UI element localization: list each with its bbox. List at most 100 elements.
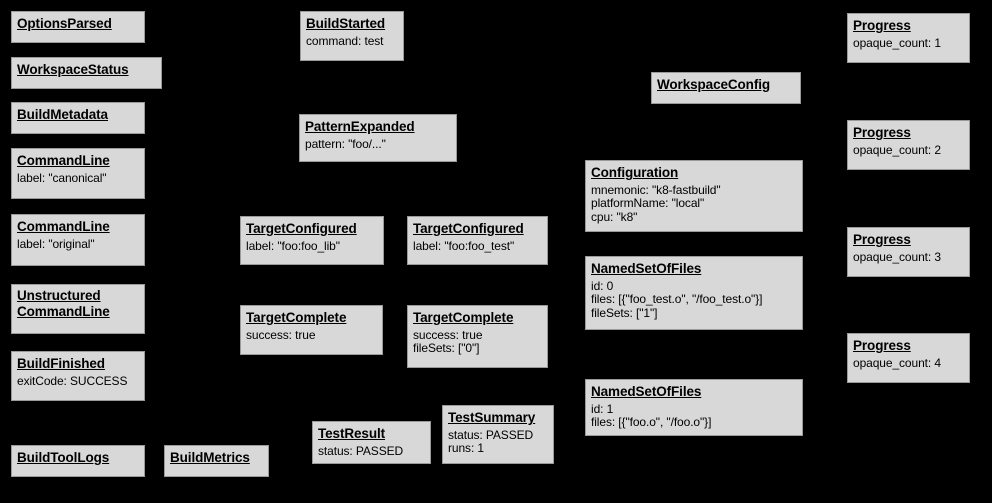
node-command-line-canonical[interactable]: CommandLine label: "canonical": [11, 148, 145, 199]
node-field: opaque_count: 1: [853, 35, 941, 50]
node-title-wrap: TargetComplete: [246, 309, 377, 328]
node-title-wrap: CommandLine: [17, 152, 139, 171]
node-fields: label: "canonical": [17, 170, 139, 186]
node-title-wrap: Progress: [853, 124, 964, 143]
node-command-line-original[interactable]: CommandLine label: "original": [11, 214, 145, 266]
node-title-wrap: Unstructured CommandLine: [17, 288, 139, 321]
node-field: success: true: [413, 327, 483, 342]
node-workspace-status[interactable]: WorkspaceStatus: [11, 57, 162, 89]
node-progress-1[interactable]: Progress opaque_count: 1: [847, 13, 970, 63]
node-title: Unstructured CommandLine: [17, 288, 110, 319]
node-title: BuildStarted: [306, 16, 386, 31]
node-fields: opaque_count: 2: [853, 142, 964, 158]
node-fields: opaque_count: 4: [853, 355, 964, 371]
node-title-wrap: BuildMetadata: [17, 106, 139, 125]
node-title-wrap: NamedSetOfFiles: [591, 383, 797, 402]
node-field: success: true: [246, 327, 316, 342]
node-fields: opaque_count: 1: [853, 35, 964, 51]
node-title-wrap: OptionsParsed: [17, 15, 139, 34]
node-progress-4[interactable]: Progress opaque_count: 4: [847, 333, 970, 383]
node-title: TargetConfigured: [413, 221, 524, 236]
node-title-wrap: Progress: [853, 17, 964, 36]
node-title: CommandLine: [17, 153, 110, 168]
node-fields: pattern: "foo/...": [305, 136, 451, 152]
node-title-wrap: TargetComplete: [413, 309, 542, 328]
node-unstructured-command-line[interactable]: Unstructured CommandLine: [11, 284, 145, 334]
node-title-wrap: Progress: [853, 337, 964, 356]
node-title: Progress: [853, 18, 911, 33]
node-field: id: 1: [591, 401, 614, 416]
node-field: status: PASSED: [318, 443, 404, 458]
node-title: CommandLine: [17, 219, 110, 234]
node-field: label: "foo:foo_lib": [246, 238, 340, 253]
node-title-wrap: TargetConfigured: [413, 220, 542, 239]
node-field: exitCode: SUCCESS: [17, 373, 128, 388]
node-title-wrap: TestResult: [318, 425, 425, 444]
node-title: BuildMetadata: [17, 107, 108, 122]
node-fields: opaque_count: 3: [853, 249, 964, 265]
node-field: cpu: "k8": [591, 210, 638, 225]
node-title: PatternExpanded: [305, 119, 415, 134]
node-fields: success: true: [246, 327, 377, 343]
node-workspace-config[interactable]: WorkspaceConfig: [651, 72, 801, 104]
node-title: WorkspaceStatus: [17, 62, 129, 77]
node-field: files: [{"foo_test.o", "/foo_test.o"}]: [591, 292, 763, 307]
node-title-wrap: Progress: [853, 231, 964, 250]
node-title: BuildFinished: [17, 356, 105, 371]
node-field: fileSets: ["0"]: [413, 341, 480, 356]
node-fields: status: PASSED: [318, 443, 425, 459]
node-field: label: "foo:foo_test": [413, 238, 515, 253]
node-field: opaque_count: 2: [853, 142, 941, 157]
node-fields: label: "foo:foo_lib": [246, 238, 378, 254]
node-field: platformName: "local": [591, 196, 705, 211]
node-field: command: test: [306, 33, 384, 48]
node-title-wrap: BuildToolLogs: [17, 449, 139, 468]
node-title-wrap: BuildMetrics: [170, 449, 263, 468]
node-title: Progress: [853, 125, 911, 140]
node-title-wrap: PatternExpanded: [305, 118, 451, 137]
node-title: Progress: [853, 338, 911, 353]
node-title: TargetComplete: [413, 310, 514, 325]
node-fields: label: "foo:foo_test": [413, 238, 542, 254]
node-progress-2[interactable]: Progress opaque_count: 2: [847, 120, 970, 170]
node-pattern-expanded[interactable]: PatternExpanded pattern: "foo/...": [299, 114, 457, 162]
node-title: Progress: [853, 232, 911, 247]
node-build-metadata[interactable]: BuildMetadata: [11, 102, 145, 134]
node-title-wrap: TargetConfigured: [246, 220, 378, 239]
node-options-parsed[interactable]: OptionsParsed: [11, 11, 145, 43]
node-build-finished[interactable]: BuildFinished exitCode: SUCCESS: [11, 351, 145, 401]
node-field: files: [{"foo.o", "/foo.o"}]: [591, 415, 712, 430]
node-field: runs: 1: [448, 441, 484, 456]
node-target-configured-foo-test[interactable]: TargetConfigured label: "foo:foo_test": [407, 216, 548, 265]
node-build-started[interactable]: BuildStarted command: test: [300, 11, 404, 61]
node-title: BuildMetrics: [170, 450, 250, 465]
node-field: opaque_count: 4: [853, 355, 941, 370]
node-fields: label: "original": [17, 237, 139, 252]
node-fields: exitCode: SUCCESS: [17, 373, 139, 389]
node-title: BuildToolLogs: [17, 450, 110, 465]
node-title-wrap: BuildFinished: [17, 355, 139, 374]
node-progress-3[interactable]: Progress opaque_count: 3: [847, 227, 970, 277]
node-build-metrics[interactable]: BuildMetrics: [164, 445, 269, 477]
node-title: NamedSetOfFiles: [591, 261, 702, 276]
node-field: fileSets: ["1"]: [591, 306, 658, 321]
node-field: pattern: "foo/...": [305, 136, 386, 151]
node-title-wrap: Configuration: [591, 164, 797, 183]
node-field: label: "canonical": [17, 170, 107, 185]
node-build-tool-logs[interactable]: BuildToolLogs: [11, 445, 145, 477]
node-title-wrap: CommandLine: [17, 218, 139, 237]
node-field: opaque_count: 3: [853, 249, 941, 264]
